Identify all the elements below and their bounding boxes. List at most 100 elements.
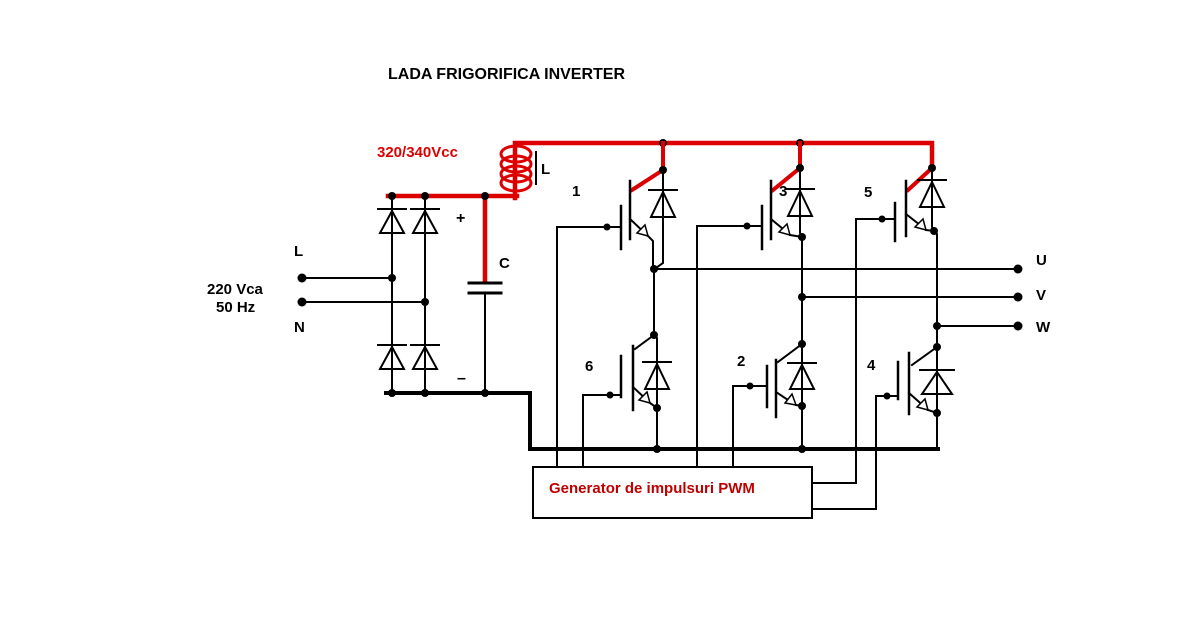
terminal-v — [1013, 292, 1023, 302]
coil-loop — [499, 144, 533, 164]
emitter-arrow — [913, 217, 928, 232]
diode — [410, 208, 440, 234]
inverter-leg-v: 3 2 — [696, 141, 817, 468]
junction-dot — [933, 343, 941, 351]
gate-drop-wire — [811, 395, 877, 510]
diode-triangle — [643, 361, 671, 390]
junction-dot — [653, 445, 661, 453]
junction-dot — [798, 293, 806, 301]
wire — [646, 234, 654, 270]
capacitor-label: C — [499, 255, 510, 272]
igbt-number: 3 — [779, 183, 787, 200]
gate-dot — [603, 223, 611, 231]
igbt-4 — [875, 345, 939, 416]
coil-loop — [499, 164, 533, 184]
igbt-number: 5 — [864, 184, 872, 201]
phase-label: L — [294, 243, 303, 260]
output-label-w: W — [1036, 319, 1051, 336]
terminal-phase — [297, 273, 307, 283]
diode-triangle — [786, 188, 814, 217]
pwm-label: Generator de impulsuri PWM — [549, 480, 755, 497]
inverter-leg-w: 5 4 — [811, 164, 955, 510]
phase-wire — [932, 229, 938, 348]
diode-triangle — [920, 370, 954, 395]
collector-wire — [629, 167, 666, 193]
outputs: U V W — [650, 252, 1051, 336]
junction-dot — [650, 265, 658, 273]
junction-dot — [388, 192, 396, 200]
diode-triangle — [411, 208, 439, 234]
gate-dot — [743, 222, 751, 230]
inductor: L — [499, 144, 550, 193]
coil-loop — [499, 154, 533, 174]
terminal-w — [1013, 321, 1023, 331]
collector-wire — [776, 342, 804, 364]
wire — [799, 167, 804, 238]
diode-triangle — [378, 208, 406, 234]
diode-triangle — [918, 179, 946, 208]
diode-triangle — [788, 362, 816, 390]
dc-voltage-label: 320/340Vcc — [377, 144, 458, 161]
emitter-arrow — [637, 390, 652, 405]
igbt-number: 2 — [737, 353, 745, 370]
pwm-box — [532, 466, 813, 519]
junction-dot — [659, 166, 667, 174]
plus-sign: + — [456, 210, 465, 227]
diode-triangle — [378, 344, 406, 370]
output-label-u: U — [1036, 252, 1047, 269]
voltage-label: 220 Vca — [207, 281, 264, 298]
coil-loop — [499, 173, 533, 193]
gate-dot — [746, 382, 754, 390]
junction-dot — [388, 274, 396, 282]
gate-drop-wire — [811, 218, 857, 484]
gate-dot — [606, 391, 614, 399]
igbt-1 — [556, 179, 654, 270]
gate-dot — [878, 215, 886, 223]
junction-dot — [933, 322, 941, 330]
igbt-6 — [582, 333, 659, 412]
terminal-neutral — [297, 297, 307, 307]
igbt-3 — [696, 179, 804, 251]
igbt-number: 4 — [867, 357, 876, 374]
inductor-label: L — [541, 161, 550, 178]
inverter-leg-u: 1 6 — [556, 141, 678, 468]
junction-dot — [796, 164, 804, 172]
collector-wire — [910, 345, 939, 367]
terminal-u — [1013, 264, 1023, 274]
ac-source: L 220 Vca 50 Hz N — [207, 243, 426, 336]
freewheel-diode-1 — [648, 169, 678, 270]
junction-dot — [928, 164, 936, 172]
pwm-generator: Generator de impulsuri PWM — [532, 466, 813, 519]
igbt-number: 6 — [585, 358, 593, 375]
emitter-arrow — [783, 392, 798, 406]
wire — [931, 167, 936, 232]
diode-triangle — [649, 189, 677, 218]
minus-sign: – — [457, 370, 466, 387]
emitter-arrow — [635, 223, 650, 238]
bridge-rectifier — [377, 195, 440, 394]
output-label-v: V — [1036, 287, 1046, 304]
junction-dot — [481, 389, 489, 397]
freewheel-diode-4 — [919, 346, 955, 414]
emitter-arrow — [777, 222, 792, 237]
emitter-arrow — [915, 397, 930, 412]
junction-dot — [421, 192, 429, 200]
neutral-label: N — [294, 319, 305, 336]
collector-wire — [770, 165, 803, 193]
junction-dot — [388, 389, 396, 397]
junction-dot — [421, 298, 429, 306]
freewheel-diode-2 — [787, 343, 817, 407]
capacitor: C — [467, 193, 510, 394]
junction-dot — [481, 192, 489, 200]
igbt-number: 1 — [572, 183, 580, 200]
wire — [654, 169, 664, 270]
diode-triangle — [411, 344, 439, 370]
diode — [377, 208, 407, 234]
junction-dot — [650, 331, 658, 339]
junction-dot — [798, 340, 806, 348]
igbt-5 — [855, 179, 936, 243]
junction-dot — [798, 445, 806, 453]
junction-dot — [421, 389, 429, 397]
